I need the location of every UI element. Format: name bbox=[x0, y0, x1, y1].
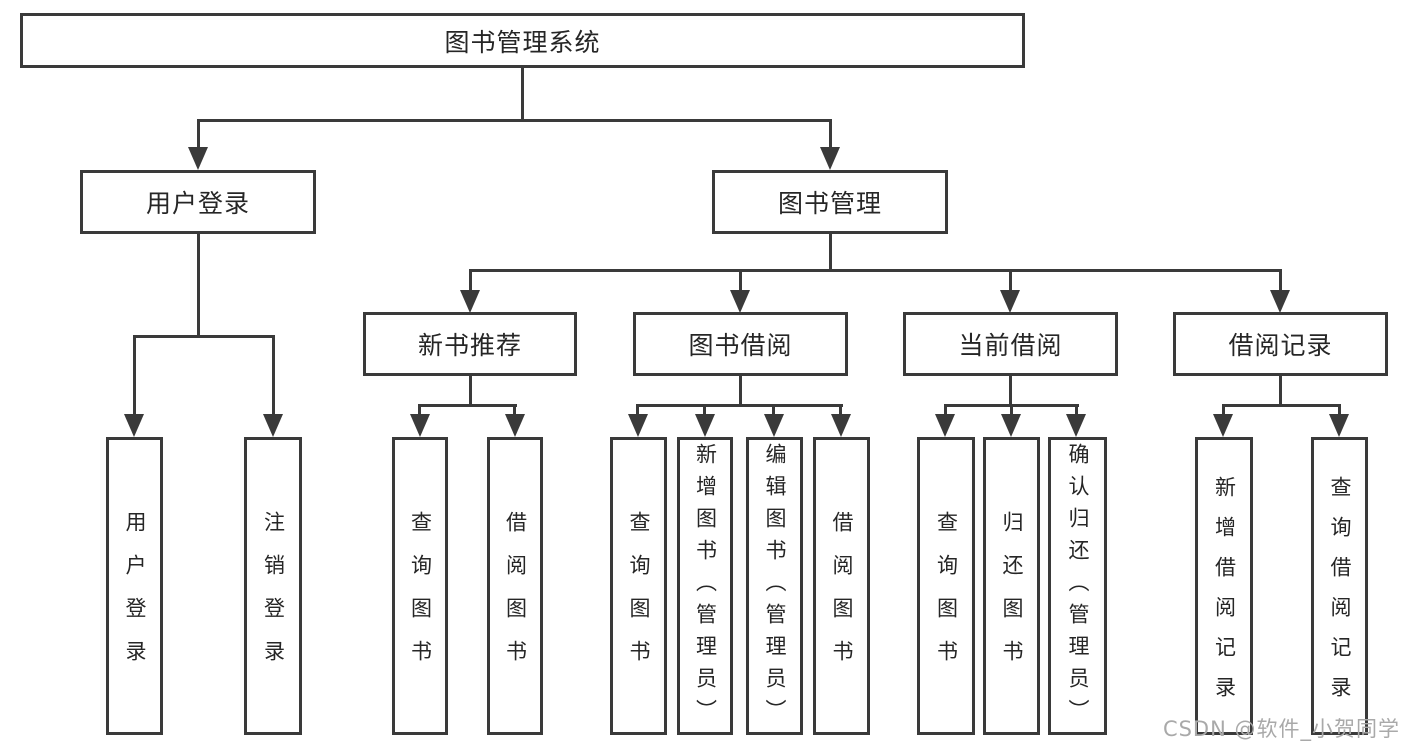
edge-bookborrow-drop-4 bbox=[839, 404, 842, 418]
node-library-system: 图书管理系统 bbox=[20, 13, 1025, 68]
leaf-label: 借阅图书 bbox=[503, 511, 528, 683]
leaf-label: 编辑图书（管理员） bbox=[763, 443, 787, 731]
arrowhead-user-login bbox=[188, 147, 208, 170]
node-label: 用户登录 bbox=[145, 189, 250, 218]
arrowhead-currentborrow-leaf-2 bbox=[1001, 414, 1021, 437]
leaf-borrow-books: 借阅图书 bbox=[813, 437, 870, 735]
arrowhead-currentborrow-leaf-3 bbox=[1066, 414, 1086, 437]
edge-bookmgmt-drop-1 bbox=[469, 269, 472, 294]
edge-records-stub bbox=[1279, 376, 1282, 407]
node-user-login: 用户登录 bbox=[80, 170, 316, 234]
edge-root-hline bbox=[197, 119, 832, 122]
edge-newbook-hline bbox=[418, 404, 517, 407]
arrowhead-records-leaf-1 bbox=[1213, 414, 1233, 437]
edge-bookborrow-drop-3 bbox=[772, 404, 775, 418]
leaf-label: 新增图书（管理员） bbox=[693, 443, 718, 731]
edge-bookmgmt-drop-3 bbox=[1009, 269, 1012, 294]
arrowhead-book-borrow bbox=[730, 290, 750, 313]
arrowhead-newbook-leaf-2 bbox=[505, 414, 525, 437]
arrowhead-bookborrow-leaf-1 bbox=[628, 414, 648, 437]
leaf-borrow-books-recommend: 借阅图书 bbox=[487, 437, 543, 735]
edge-currentborrow-drop-3 bbox=[1075, 404, 1078, 418]
arrowhead-current-borrow bbox=[1000, 290, 1020, 313]
leaf-label: 查询图书 bbox=[627, 511, 651, 683]
edge-userlogin-drop-1 bbox=[133, 335, 136, 417]
leaf-label: 借阅图书 bbox=[830, 511, 854, 683]
edge-records-drop-1 bbox=[1222, 404, 1225, 418]
edge-records-hline bbox=[1222, 404, 1341, 407]
leaf-confirm-return-admin: 确认归还（管理员） bbox=[1048, 437, 1107, 735]
edge-bookmgmt-stub bbox=[829, 234, 832, 272]
edge-bookmgmt-hline bbox=[469, 269, 1281, 272]
edge-bookmgmt-drop-2 bbox=[739, 269, 742, 294]
leaf-add-borrow-record: 新增借阅记录 bbox=[1195, 437, 1253, 735]
leaf-label: 查询图书 bbox=[408, 511, 433, 683]
leaf-label: 查询图书 bbox=[934, 511, 959, 683]
leaf-query-books-borrow: 查询图书 bbox=[610, 437, 667, 735]
leaf-logout: 注销登录 bbox=[244, 437, 302, 735]
node-new-book-recommend: 新书推荐 bbox=[363, 312, 577, 376]
edge-currentborrow-stub bbox=[1009, 376, 1012, 407]
arrowhead-book-management bbox=[820, 147, 840, 170]
node-current-borrow: 当前借阅 bbox=[903, 312, 1118, 376]
edge-currentborrow-drop-2 bbox=[1010, 404, 1013, 418]
edge-newbook-stub bbox=[469, 376, 472, 407]
leaf-return-books: 归还图书 bbox=[983, 437, 1040, 735]
edge-bookborrow-drop-2 bbox=[703, 404, 706, 418]
edge-currentborrow-drop-1 bbox=[944, 404, 947, 418]
node-label: 当前借阅 bbox=[958, 331, 1063, 360]
leaf-user-login: 用户登录 bbox=[106, 437, 163, 735]
leaf-label: 查询借阅记录 bbox=[1328, 475, 1352, 716]
leaf-label: 注销登录 bbox=[261, 511, 286, 683]
node-borrow-records: 借阅记录 bbox=[1173, 312, 1388, 376]
edge-bookborrow-stub bbox=[739, 376, 742, 407]
leaf-label: 用户登录 bbox=[123, 511, 147, 683]
edge-records-drop-2 bbox=[1338, 404, 1341, 418]
leaf-query-borrow-record: 查询借阅记录 bbox=[1311, 437, 1368, 735]
arrowhead-currentborrow-leaf-1 bbox=[935, 414, 955, 437]
node-label: 图书管理系统 bbox=[444, 27, 601, 57]
leaf-label: 新增借阅记录 bbox=[1212, 475, 1237, 716]
node-label: 新书推荐 bbox=[417, 331, 522, 360]
edge-newbook-drop-1 bbox=[418, 404, 421, 418]
arrowhead-records-leaf-2 bbox=[1329, 414, 1349, 437]
arrowhead-login-leaf bbox=[124, 414, 144, 437]
edge-newbook-drop-2 bbox=[513, 404, 516, 418]
edge-bookmgmt-drop-4 bbox=[1279, 269, 1282, 294]
node-label: 借阅记录 bbox=[1228, 331, 1333, 360]
edge-root-stub bbox=[521, 68, 524, 120]
edge-root-drop-left bbox=[197, 119, 200, 150]
arrowhead-new-book bbox=[460, 290, 480, 313]
leaf-query-books-current: 查询图书 bbox=[917, 437, 975, 735]
leaf-query-books-recommend: 查询图书 bbox=[392, 437, 448, 735]
leaf-edit-books-admin: 编辑图书（管理员） bbox=[746, 437, 803, 735]
leaf-label: 确认归还（管理员） bbox=[1066, 443, 1090, 731]
node-book-borrow: 图书借阅 bbox=[633, 312, 848, 376]
arrowhead-borrow-records bbox=[1270, 290, 1290, 313]
node-label: 图书借阅 bbox=[688, 331, 793, 360]
arrowhead-bookborrow-leaf-3 bbox=[764, 414, 784, 437]
csdn-watermark: CSDN @软件_小贺同学 bbox=[1162, 717, 1400, 741]
edge-userlogin-stub bbox=[197, 234, 200, 336]
arrowhead-bookborrow-leaf-4 bbox=[831, 414, 851, 437]
arrowhead-bookborrow-leaf-2 bbox=[695, 414, 715, 437]
edge-userlogin-drop-2 bbox=[272, 335, 275, 417]
node-label: 图书管理 bbox=[777, 189, 882, 218]
edge-root-drop-right bbox=[829, 119, 832, 150]
leaf-add-books-admin: 新增图书（管理员） bbox=[677, 437, 733, 735]
edge-userlogin-hline bbox=[133, 335, 275, 338]
edge-bookborrow-hline bbox=[636, 404, 843, 407]
arrowhead-newbook-leaf-1 bbox=[410, 414, 430, 437]
arrowhead-logout-leaf bbox=[263, 414, 283, 437]
node-book-management: 图书管理 bbox=[712, 170, 948, 234]
edge-bookborrow-drop-1 bbox=[636, 404, 639, 418]
leaf-label: 归还图书 bbox=[1000, 511, 1024, 683]
